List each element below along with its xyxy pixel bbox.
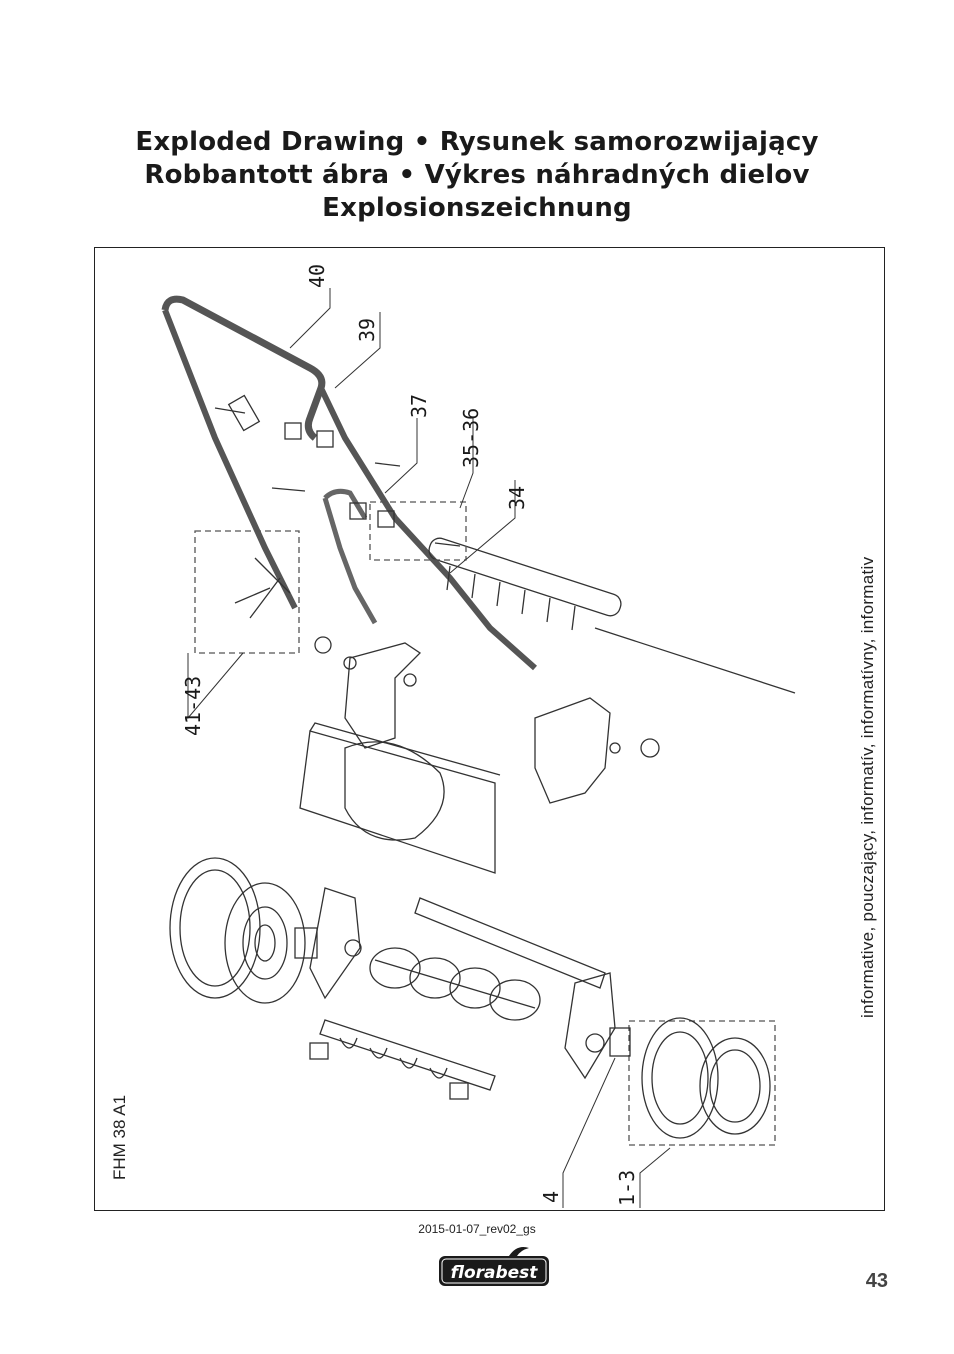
right-wheel bbox=[609, 1017, 771, 1139]
bottom-blade bbox=[309, 1019, 496, 1100]
callout-1-3: 1-3 bbox=[615, 1169, 639, 1206]
page-number: 43 bbox=[865, 1270, 888, 1292]
revision-label: 2015-01-07_rev02_gs bbox=[418, 1222, 536, 1236]
grip-tube bbox=[428, 537, 796, 694]
small-parts bbox=[234, 557, 332, 654]
callout-4: 4 bbox=[539, 1190, 563, 1203]
page-title: Exploded Drawing • Rysunek samorozwijają… bbox=[0, 126, 954, 225]
callout-37: 37 bbox=[407, 393, 431, 418]
florabest-logo: florabest bbox=[437, 1244, 551, 1290]
model-number: FHM 38 A1 bbox=[110, 1094, 129, 1180]
callout-41-43: 41-43 bbox=[181, 675, 205, 736]
callout-39: 39 bbox=[355, 317, 379, 342]
logo-badge: florabest bbox=[439, 1247, 549, 1286]
exploded-drawing-frame: 40 39 37 35-36 34 41-43 4 1-3 bbox=[94, 247, 885, 1211]
title-line-1: Exploded Drawing • Rysunek samorozwijają… bbox=[135, 127, 819, 157]
title-line-2: Robbantott ábra • Výkres náhradných diel… bbox=[144, 160, 810, 190]
callout-40: 40 bbox=[305, 263, 329, 288]
logo-text: florabest bbox=[451, 1263, 539, 1283]
front-plate bbox=[299, 722, 501, 874]
title-line-3: Explosionszeichnung bbox=[322, 193, 632, 223]
informative-note: informative, pouczający, informatív, inf… bbox=[858, 556, 877, 1018]
callout-34: 34 bbox=[505, 485, 529, 510]
cutting-cylinder bbox=[309, 887, 616, 1080]
side-brackets bbox=[343, 642, 660, 804]
left-wheel bbox=[169, 857, 318, 1004]
handle-assembly bbox=[161, 295, 537, 671]
exploded-drawing bbox=[161, 288, 796, 1208]
dashed-groups bbox=[194, 501, 776, 1146]
callout-leaders bbox=[187, 288, 671, 1208]
callout-35-36: 35-36 bbox=[459, 407, 483, 468]
